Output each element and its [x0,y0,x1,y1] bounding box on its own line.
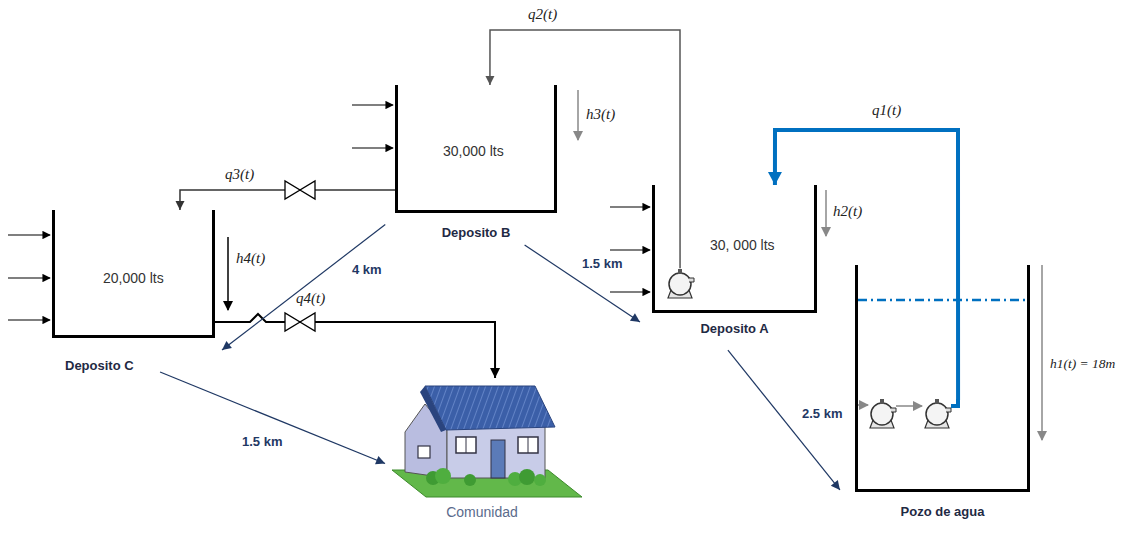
flow-connector [222,225,385,351]
flow-connector [775,130,958,400]
storage-tank: 30, 000 ltsDeposito A [652,185,817,313]
distance-label: 1.5 km [240,434,284,449]
tank-heading: Deposito A [700,321,768,336]
capacity-text: 30, 000 lts [710,237,775,253]
flow-label: q1(t) [872,102,901,119]
tank-heading: Deposito B [442,225,511,240]
flow-connector [160,372,385,464]
flow-label: q3(t) [225,166,254,183]
arrow-head [222,341,232,350]
valve-symbol [285,313,315,331]
community-house: Comunidad [390,378,580,523]
level-label: h1(t) = 18m [1050,356,1115,372]
distance-label: 4 km [350,262,384,277]
well-heading: Pozo de agua [901,504,985,519]
arrow-head [768,172,782,185]
flow-label: q2(t) [528,6,557,23]
flow-connector [525,245,640,322]
arrow-head [375,456,385,464]
arrow-head [175,201,184,210]
community-label: Comunidad [446,504,518,520]
arrow-head [485,76,494,85]
storage-tank: 30,000 ltsDeposito B [395,85,557,213]
storage-tank: 20,000 ltsDeposito C [52,210,215,338]
arrow-head [490,368,500,378]
flow-label: q4(t) [296,290,325,307]
capacity-text: 30,000 lts [443,143,504,159]
tank-heading: Deposito C [65,358,134,373]
level-label: h2(t) [833,203,862,220]
level-label: h4(t) [236,250,265,267]
distance-label: 2.5 km [800,406,844,421]
water-well: Pozo de agua [855,265,1030,492]
arrow-head [831,480,840,490]
level-label: h3(t) [586,106,615,123]
capacity-text: 20,000 lts [103,270,164,286]
arrow-head [630,313,640,322]
distance-label: 1.5 km [580,256,624,271]
valve-symbol [285,181,315,199]
